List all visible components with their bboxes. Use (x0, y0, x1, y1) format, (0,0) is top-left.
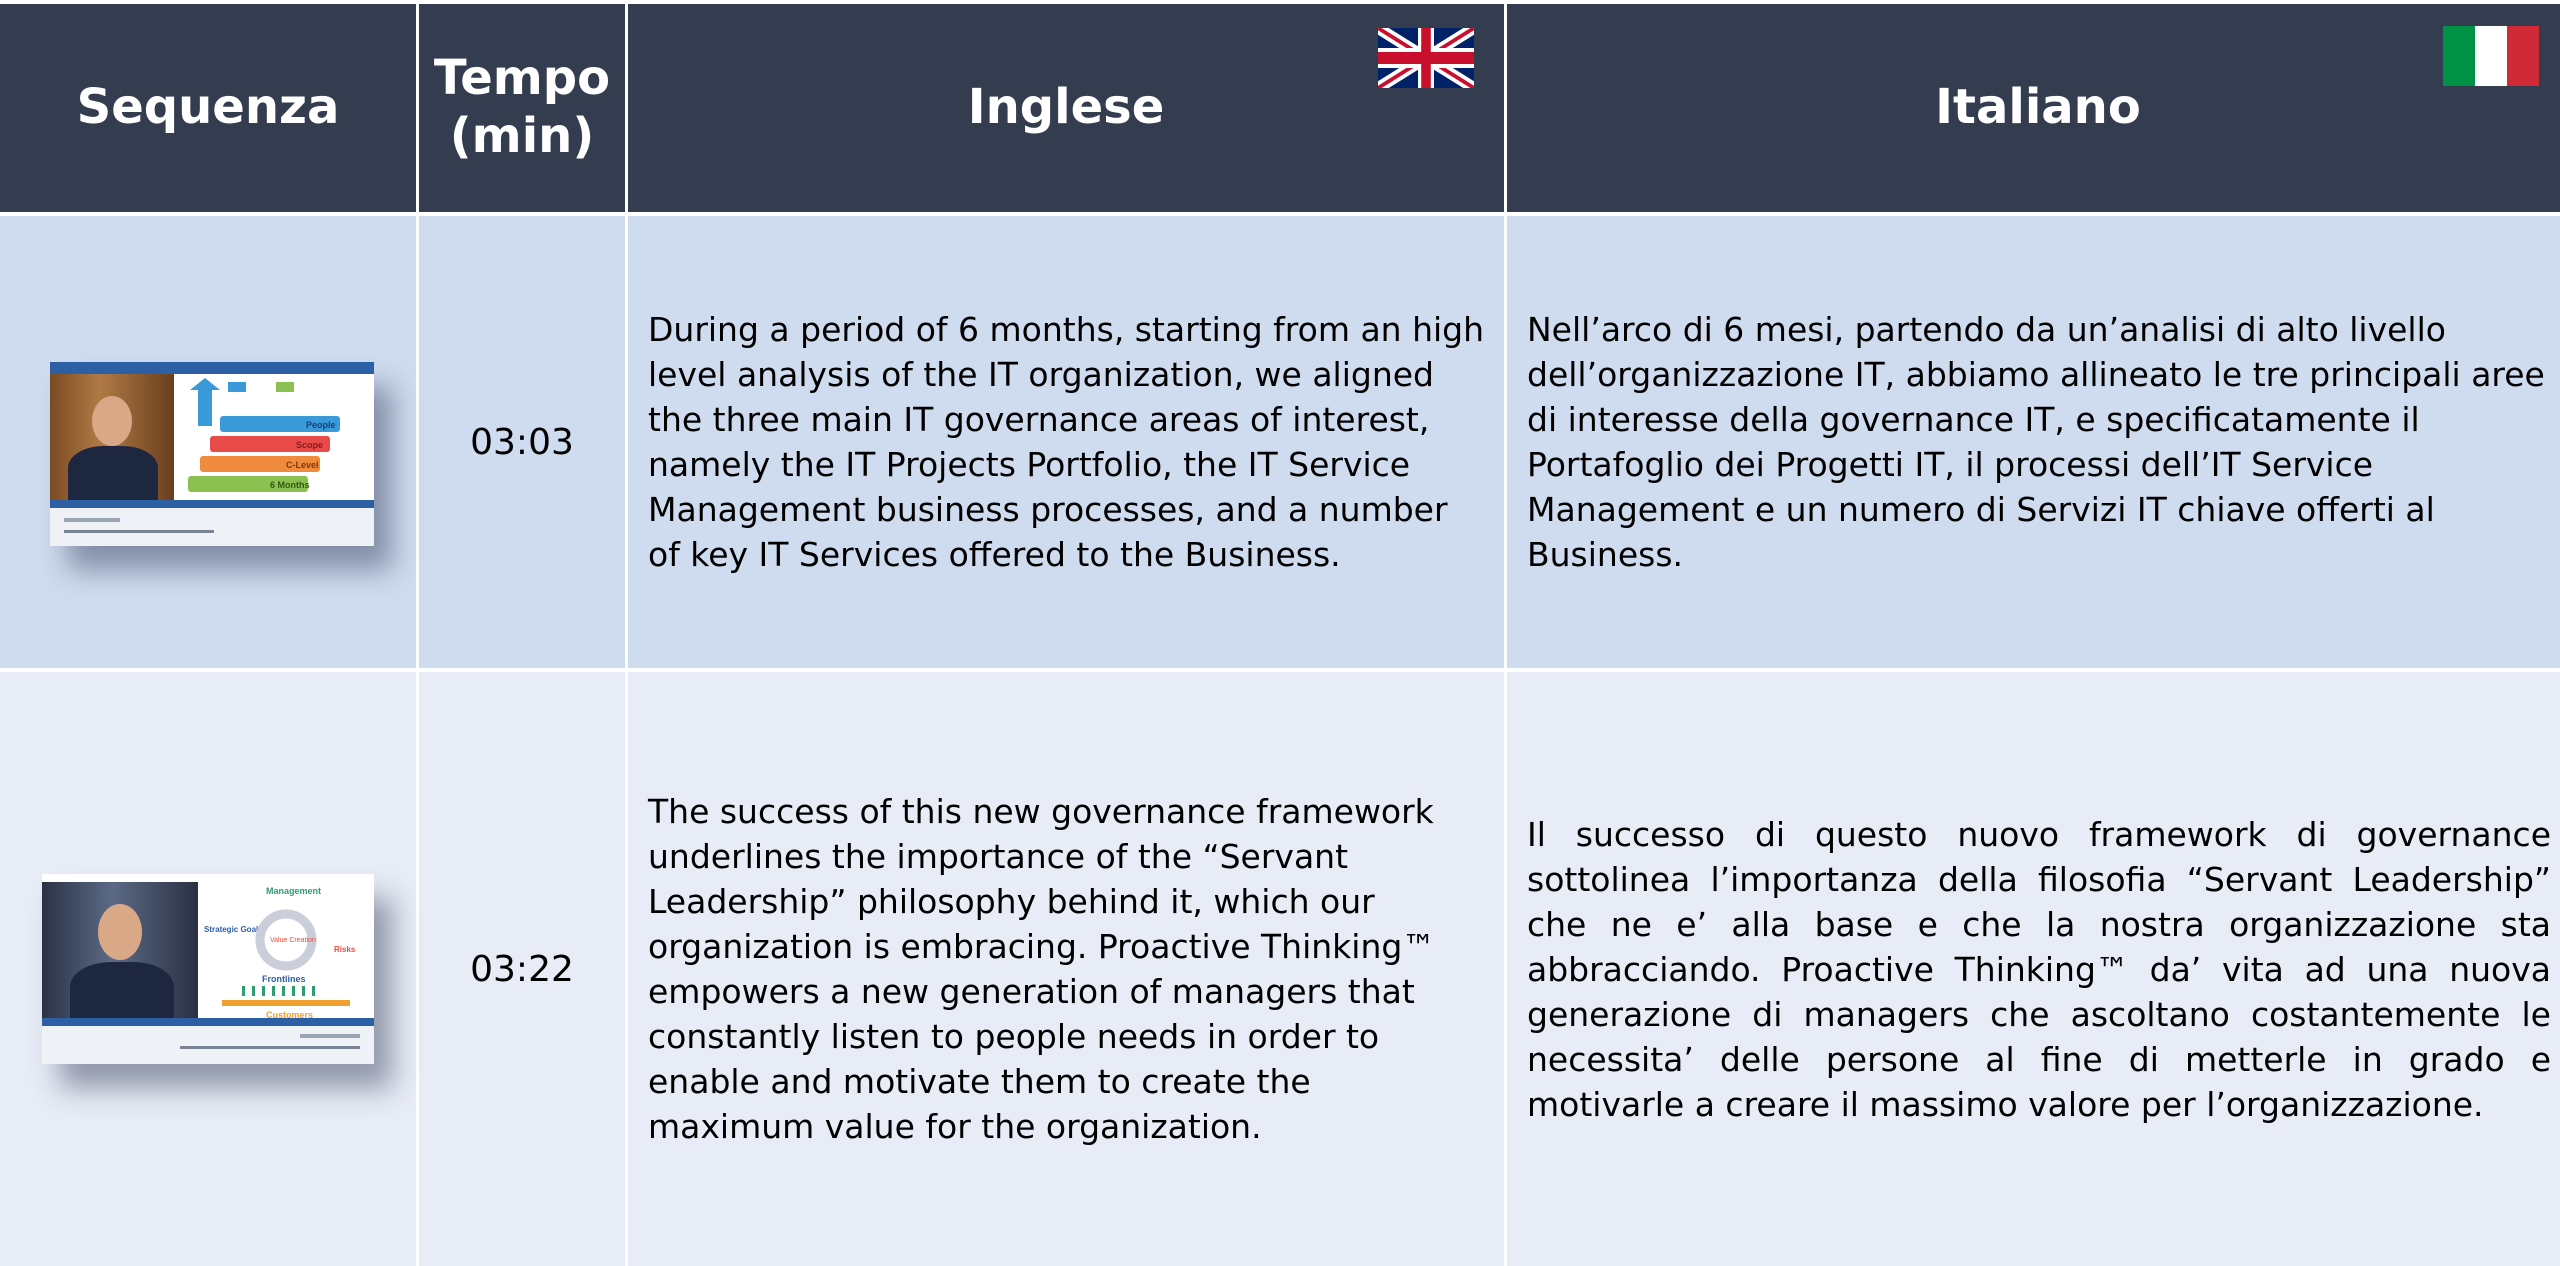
thumbnail-bluebar (50, 500, 374, 508)
thumbnail-caption (42, 1026, 374, 1064)
diagram-label-1: Management (266, 886, 321, 896)
header-italian-label: Italiano (1935, 79, 2141, 136)
translation-table: Sequenza Tempo (min) Inglese Italiano (0, 4, 2560, 1266)
uk-flag-icon (1378, 28, 1474, 88)
speaker-video-frame (42, 882, 198, 1024)
header-sequence: Sequenza (0, 4, 416, 212)
diagram-label-4: Risks (334, 945, 356, 954)
header-italian: Italiano (1507, 4, 2560, 212)
header-english-label: Inglese (967, 79, 1165, 136)
italy-flag-icon (2443, 26, 2539, 86)
thumbnail-bluebar (42, 1018, 374, 1026)
row1-italian-text: Nell’arco di 6 mesi, partendo da un’anal… (1527, 310, 2545, 574)
row2-italian: Il successo di questo nuovo framework di… (1507, 672, 2560, 1266)
row1-english: During a period of 6 months, starting fr… (628, 216, 1504, 668)
thumbnail-2-slide-graphic: Management Strategic Goals Value Creatio… (204, 886, 356, 1020)
header-time-line2: (min) (449, 108, 595, 164)
video-thumbnail-1[interactable]: People Scope C-Level 6 Months (50, 362, 374, 546)
step-label-3: C-Level (286, 460, 319, 470)
row2-english: The success of this new governance frame… (628, 672, 1504, 1266)
thumbnail-caption (50, 508, 374, 546)
step-label-1: People (306, 420, 336, 430)
step-label-2: Scope (296, 440, 323, 450)
speaker-body (70, 962, 174, 1024)
thumbnail-topbar (50, 362, 374, 374)
row2-english-text: The success of this new governance frame… (648, 792, 1436, 1146)
diagram-label-5: Frontlines (262, 974, 306, 984)
row2-time-value: 03:22 (470, 948, 574, 990)
header-time-label: Tempo (min) (434, 50, 610, 165)
diagram-label-2: Strategic Goals (204, 925, 263, 934)
speaker-head (98, 904, 142, 960)
speaker-head (92, 396, 132, 446)
row2-time: 03:22 (419, 672, 625, 1266)
row1-english-text: During a period of 6 months, starting fr… (648, 310, 1485, 574)
row1-italian: Nell’arco di 6 mesi, partendo da un’anal… (1507, 216, 2560, 668)
diagram-label-6: Customers (266, 1010, 313, 1020)
row1-time-value: 03:03 (470, 421, 574, 463)
row2-italian-text: Il successo di questo nuovo framework di… (1527, 814, 2551, 1124)
header-time-line1: Tempo (433, 50, 611, 107)
header-english: Inglese (628, 4, 1504, 212)
step-label-4: 6 Months (270, 480, 310, 490)
speaker-video-frame (50, 374, 174, 500)
thumbnail-1-slide-graphic: People Scope C-Level 6 Months (188, 378, 340, 492)
diagram-label-3: Value Creation (270, 937, 316, 944)
header-sequence-label: Sequenza (76, 79, 340, 136)
header-time: Tempo (min) (419, 4, 625, 212)
video-thumbnail-2[interactable]: Management Strategic Goals Value Creatio… (42, 874, 374, 1064)
staircase-steps (188, 416, 340, 492)
speaker-body (68, 446, 158, 500)
row1-time: 03:03 (419, 216, 625, 668)
